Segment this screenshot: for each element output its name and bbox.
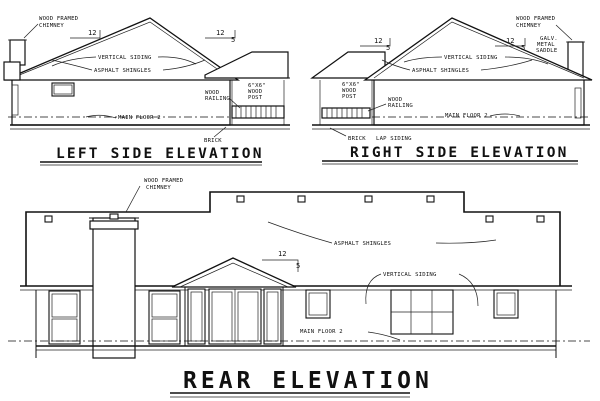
rear-small-window (305, 289, 331, 319)
right-saddle-label-2: METAL (537, 42, 555, 48)
rear-shingles-label: ASPHALT SHINGLES (334, 241, 391, 247)
left-siding-label: VERTICAL SIDING (98, 55, 152, 61)
right-saddle-label-1: GALV. (540, 36, 558, 42)
right-pitch-rise-left: 5 (386, 44, 390, 52)
right-floor-label: MAIN FLOOR 2 (445, 113, 488, 119)
rear-window-left (48, 290, 81, 345)
rear-elevation: 12 5 WOOD FRAMED CHIMNEY ASPHALT SHINGLE… (8, 178, 590, 398)
right-siding-label: VERTICAL SIDING (444, 55, 498, 61)
right-brick-label: BRICK (348, 136, 366, 142)
right-railing-label-2: RAILING (388, 103, 413, 109)
left-floor-label: MAIN FLOOR 2 (118, 115, 161, 121)
rear-roof-vent (236, 195, 245, 203)
left-porch-railing (231, 105, 285, 119)
left-window (51, 82, 75, 97)
rear-chimney (92, 217, 136, 359)
right-post-label-2: WOOD (342, 88, 357, 94)
right-side-elevation: 12 5 12 5 WOOD FRAMED CHIMNEY GALV. META… (310, 16, 593, 165)
right-pitch-rise-right: 5 (521, 44, 525, 52)
left-post-label-3: POST (248, 95, 263, 101)
left-post-label-2: WOOD (248, 89, 263, 95)
left-chimney-label-1: WOOD FRAMED (39, 16, 79, 22)
rear-small-window-right (493, 289, 519, 319)
rear-roof-vent (426, 195, 435, 203)
rear-gable (171, 257, 297, 288)
rear-chimney-label-1: WOOD FRAMED (144, 178, 184, 184)
rear-roof-vent (44, 215, 53, 223)
left-post-label-1: 6"X6" (248, 83, 266, 89)
rear-pitch-rise: 5 (296, 262, 300, 270)
right-elevation-title: RIGHT SIDE ELEVATION (350, 145, 569, 161)
left-pitch-run-left: 12 (88, 29, 96, 37)
rear-elevation-title: REAR ELEVATION (183, 368, 433, 394)
left-pitch-rise-right: 5 (231, 36, 235, 44)
rear-chimney-label-2: CHIMNEY (146, 185, 171, 191)
right-railing-label-1: WOOD (388, 97, 403, 103)
left-side-elevation: 12 12 5 WOOD FRAMED CHIMNEY VERTICAL SID… (3, 16, 290, 166)
rear-floor-label: MAIN FLOOR 2 (300, 329, 343, 335)
right-shingles-label: ASPHALT SHINGLES (412, 68, 469, 74)
rear-triple-window (390, 289, 454, 335)
rear-roof-vent (536, 215, 545, 223)
right-saddle-label-3: SADDLE (536, 48, 558, 54)
right-pitch-run-right: 12 (506, 37, 514, 45)
rear-patio-door (187, 288, 282, 345)
right-post-label-3: POST (342, 94, 357, 100)
left-railing-label-2: RAILING (205, 96, 230, 102)
right-porch-railing (321, 107, 371, 119)
left-railing-label-1: WOOD (205, 90, 220, 96)
rear-window-center-left (148, 290, 181, 345)
rear-siding-label: VERTICAL SIDING (383, 272, 437, 278)
right-chimney-label-2: CHIMNEY (516, 23, 541, 29)
left-chimney-label-2: CHIMNEY (39, 23, 64, 29)
left-shingles-label: ASPHALT SHINGLES (94, 68, 151, 74)
right-lap-siding-label: LAP SIDING (376, 136, 412, 142)
right-post-label-1: 6"X6" (342, 82, 360, 88)
rear-pitch-run: 12 (278, 250, 286, 258)
rear-roof-outline (25, 191, 561, 286)
rear-roof-vent (485, 215, 494, 223)
left-chimney (9, 39, 26, 66)
right-pitch-run-left: 12 (374, 37, 382, 45)
left-elevation-title: LEFT SIDE ELEVATION (56, 146, 264, 162)
rear-roof-vent (297, 195, 306, 203)
left-pitch-run-right: 12 (216, 29, 224, 37)
right-chimney-label-1: WOOD FRAMED (516, 16, 556, 22)
rear-roof-vent (364, 195, 373, 203)
left-brick-label: BRICK (204, 138, 222, 144)
